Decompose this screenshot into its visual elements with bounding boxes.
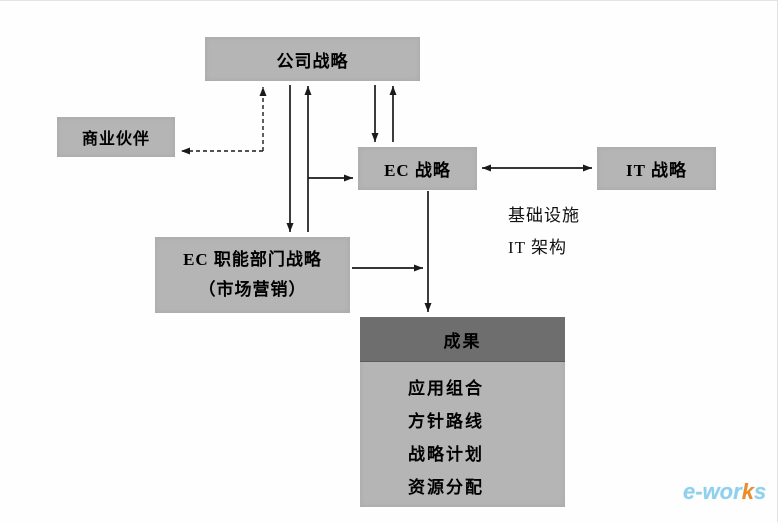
box-it-strategy-label: IT 战略 [626,161,687,180]
box-business-partner-label: 商业伙伴 [81,131,150,148]
annotation-infrastructure: 基础设施 [508,206,580,225]
watermark-text-orange: k [741,479,754,504]
results-item-application-portfolio: 应用组合 [408,379,484,398]
results-header: 成果 [360,317,565,362]
eworks-watermark-logo: e-works [683,479,766,505]
box-it-strategy: IT 战略 [597,147,716,190]
watermark-text-blue-2: s [753,479,767,504]
results-list: 应用组合 方针路线 战略计划 资源分配 [360,362,565,504]
results-header-label: 成果 [443,331,482,351]
box-business-partner: 商业伙伴 [57,117,175,157]
results-item-strategic-plan: 战略计划 [408,445,484,464]
box-ec-strategy: EC 战略 [358,147,477,190]
annotation-it-architecture: IT 架构 [508,238,567,257]
box-corporate-strategy-label: 公司战略 [276,51,349,71]
box-ec-dept-strategy: EC 职能部门战略 （市场营销） [155,237,350,313]
box-ec-dept-strategy-line1: EC 职能部门战略 [183,250,322,269]
box-ec-dept-strategy-line2: （市场营销） [198,280,307,299]
results-panel: 成果 应用组合 方针路线 战略计划 资源分配 [360,317,565,507]
box-corporate-strategy: 公司战略 [205,37,420,81]
results-item-resource-allocation: 资源分配 [408,478,484,497]
box-ec-strategy-label: EC 战略 [384,161,451,180]
watermark-text-blue-1: e-wor [683,479,742,504]
results-item-policy-route: 方针路线 [408,412,484,431]
